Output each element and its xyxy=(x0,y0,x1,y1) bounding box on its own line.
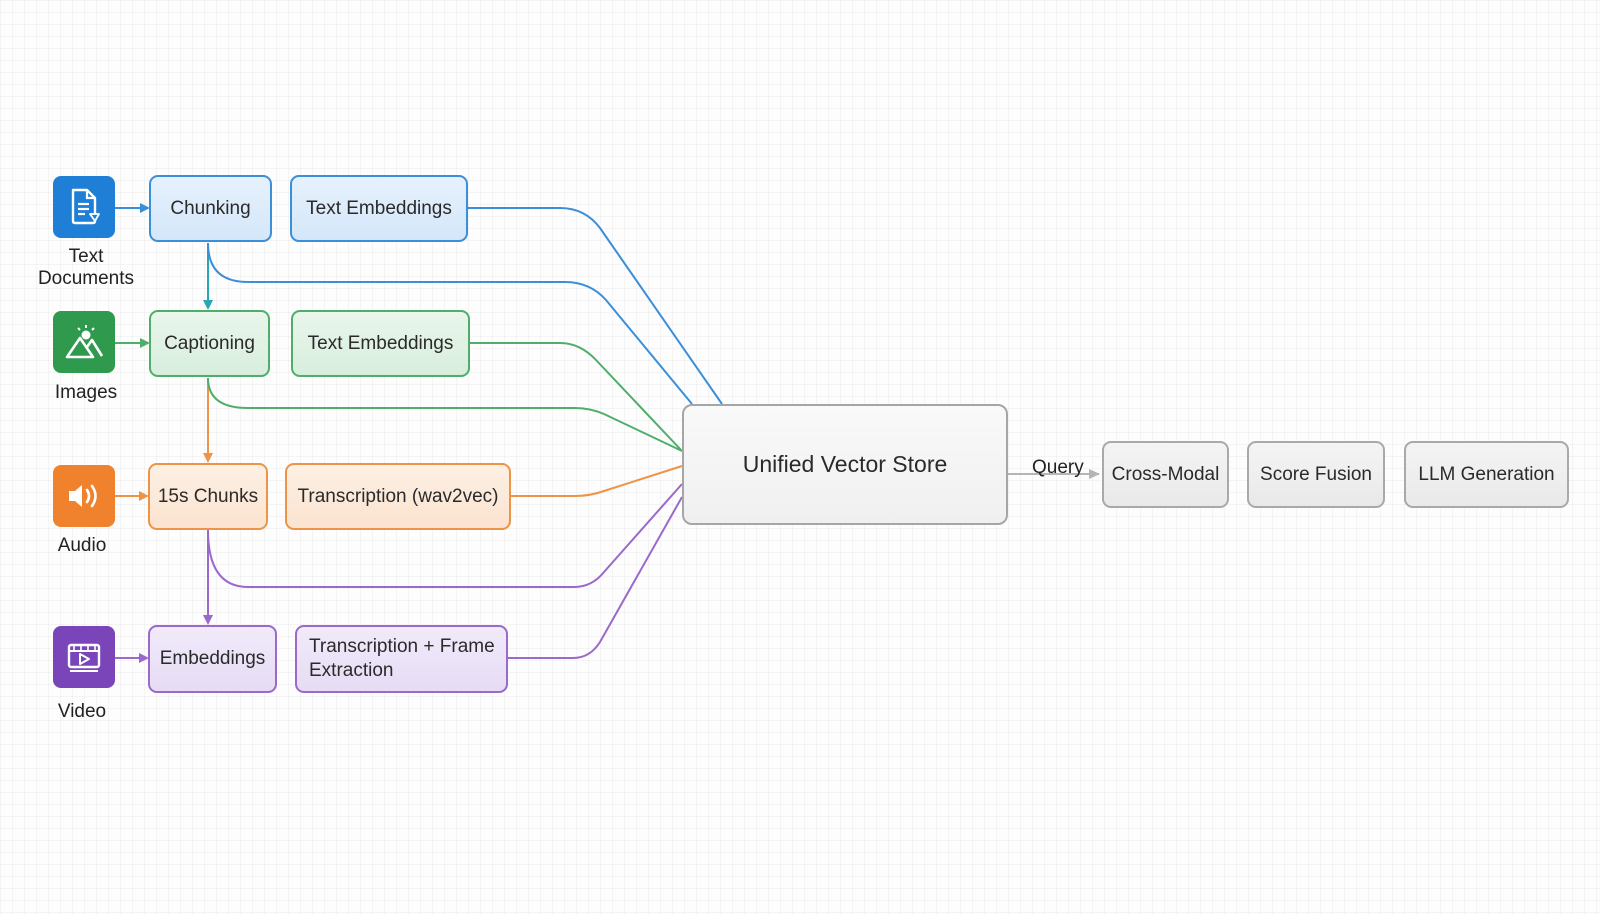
audio-label: Audio xyxy=(57,535,107,556)
audio-source xyxy=(53,465,115,527)
images-source xyxy=(53,311,115,373)
chunking-label: Chunking xyxy=(170,197,251,219)
embeddings-node[interactable]: Embeddings xyxy=(148,625,277,693)
document-icon xyxy=(71,188,100,225)
connector-captioning-to-store xyxy=(207,377,683,452)
transcription-wav2vec-label: Transcription (wav2vec) xyxy=(297,485,499,507)
score-fusion-node[interactable]: Score Fusion xyxy=(1247,441,1385,508)
video-play-icon xyxy=(67,643,101,672)
text-embeddings-node-text[interactable]: Text Embeddings xyxy=(290,175,468,242)
images-label: Images xyxy=(54,382,118,403)
llm-generation-node[interactable]: LLM Generation xyxy=(1404,441,1569,508)
text-embeddings-label-text: Text Embeddings xyxy=(306,197,452,219)
text-documents-label: Text Documents xyxy=(30,246,142,290)
video-label: Video xyxy=(57,701,107,722)
connector-image-embeddings-to-store xyxy=(470,342,683,452)
15s-chunks-node[interactable]: 15s Chunks xyxy=(148,463,268,530)
text-documents-source xyxy=(53,176,115,238)
image-mountain-icon xyxy=(65,325,104,359)
text-embeddings-node-image[interactable]: Text Embeddings xyxy=(291,310,470,377)
transcription-frame-extraction-label: Transcription + Frame Extraction xyxy=(309,635,495,683)
captioning-label: Captioning xyxy=(164,332,255,354)
captioning-node[interactable]: Captioning xyxy=(149,310,270,377)
connector-transcription-to-store xyxy=(511,465,683,497)
connector-text-embeddings-to-store xyxy=(468,207,723,405)
cross-modal-node[interactable]: Cross-Modal xyxy=(1102,441,1229,508)
transcription-wav2vec-node[interactable]: Transcription (wav2vec) xyxy=(285,463,511,530)
transcription-frame-extraction-node[interactable]: Transcription + Frame Extraction xyxy=(295,625,508,693)
text-embeddings-label-image: Text Embeddings xyxy=(307,332,454,354)
embeddings-label: Embeddings xyxy=(159,648,266,670)
15s-chunks-label: 15s Chunks xyxy=(157,485,259,507)
video-source xyxy=(53,626,115,688)
llm-generation-label: LLM Generation xyxy=(1418,463,1555,485)
unified-vector-store-label: Unified Vector Store xyxy=(742,451,948,478)
score-fusion-label: Score Fusion xyxy=(1260,463,1372,485)
text-documents-label-line2: Documents xyxy=(37,267,135,289)
query-label: Query xyxy=(1032,457,1084,478)
transcription-frame-line2: Extraction xyxy=(309,660,394,681)
unified-vector-store-node[interactable]: Unified Vector Store xyxy=(682,404,1008,525)
speaker-icon xyxy=(69,484,97,508)
text-documents-label-line1: Text xyxy=(68,246,104,267)
cross-modal-label: Cross-Modal xyxy=(1111,463,1220,485)
chunking-node[interactable]: Chunking xyxy=(149,175,272,242)
transcription-frame-line1: Transcription + Frame xyxy=(309,636,495,658)
connector-frame-extraction-to-store xyxy=(508,496,683,659)
